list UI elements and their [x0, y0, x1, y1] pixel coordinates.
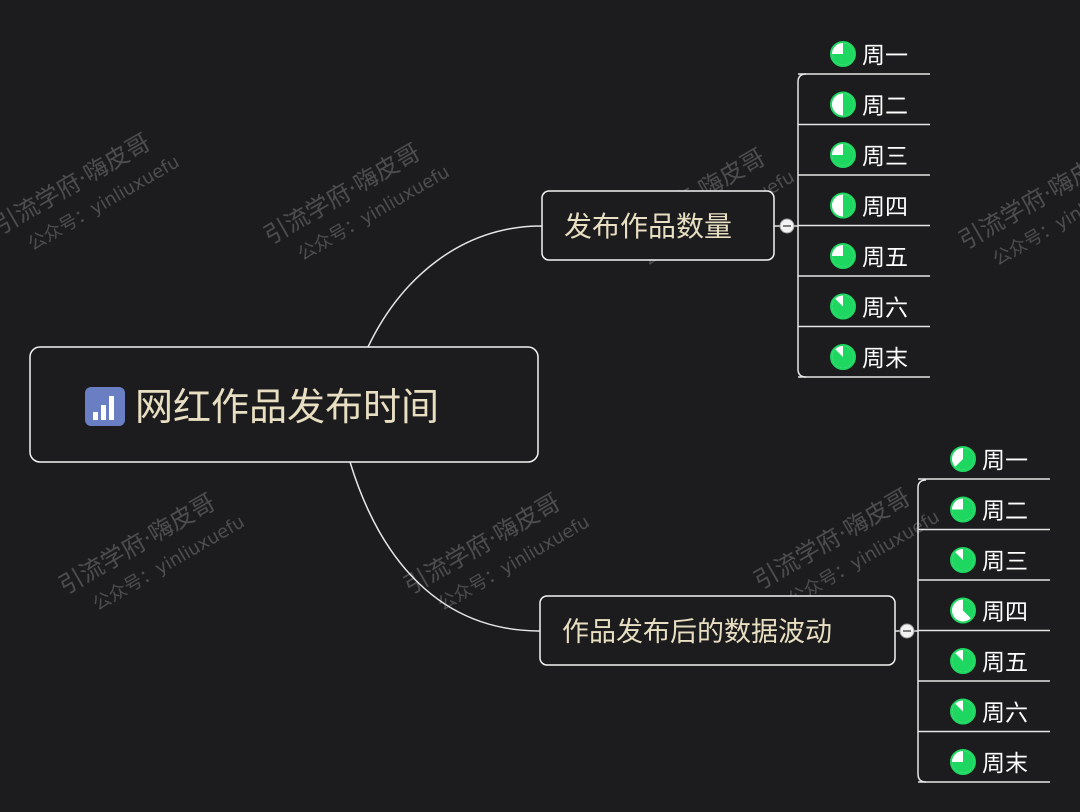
watermark: 引流学府·嗨皮哥 公众号：yinliuxuefu [54, 488, 248, 615]
branch-topic[interactable]: 作品发布后的数据波动 [539, 595, 896, 666]
subtopic-item[interactable]: 周六 [798, 293, 930, 328]
subtopic-item[interactable]: 周二 [918, 496, 1050, 531]
progress-icon [830, 142, 856, 168]
progress-icon [830, 41, 856, 67]
bar-chart-icon [85, 387, 125, 426]
connector-line [349, 461, 541, 632]
subtopic-label: 周二 [862, 94, 908, 120]
subtopic-label: 周一 [982, 448, 1028, 474]
subtopic-item[interactable]: 周一 [798, 41, 930, 75]
progress-icon [830, 243, 856, 269]
progress-icon [950, 749, 976, 775]
subtopic-item[interactable]: 周末 [798, 344, 930, 378]
subtopic-label: 周三 [982, 549, 1028, 575]
collapse-toggle-icon[interactable] [899, 623, 915, 639]
subtopic-label: 周四 [862, 195, 908, 221]
subtopic-label: 周五 [862, 245, 908, 271]
collapse-toggle-icon[interactable] [779, 218, 795, 234]
progress-icon [950, 597, 976, 624]
central-topic-label: 网红作品发布时间 [135, 385, 439, 429]
progress-icon [950, 698, 976, 725]
progress-icon [950, 648, 976, 674]
subtopic-item[interactable]: 周六 [918, 698, 1050, 733]
subtopic-item[interactable]: 周三 [798, 142, 930, 176]
progress-icon [950, 496, 976, 523]
subtopic-label: 周末 [862, 346, 908, 372]
subtopic-item[interactable]: 周四 [798, 192, 930, 227]
central-topic[interactable]: 网红作品发布时间 [29, 346, 539, 463]
subtopic-label: 周五 [982, 650, 1028, 676]
branch-topic[interactable]: 发布作品数量 [541, 190, 775, 261]
subtopic-item[interactable]: 周四 [918, 597, 1050, 632]
progress-icon [950, 547, 976, 573]
progress-icon [830, 192, 856, 219]
connector-line [367, 225, 543, 348]
progress-icon [830, 293, 856, 320]
watermark: 引流学府·嗨皮哥 公众号：yinliuxuefu [954, 143, 1080, 270]
subtopic-label: 周末 [982, 751, 1028, 777]
subtopic-label: 周六 [982, 701, 1028, 727]
subtopic-item[interactable]: 周五 [918, 648, 1050, 682]
subtopic-label: 周三 [862, 144, 908, 170]
subtopic-item[interactable]: 周末 [918, 749, 1050, 783]
subtopic-label: 周二 [982, 499, 1028, 525]
progress-icon [950, 446, 976, 472]
branch-topic-label: 发布作品数量 [564, 210, 732, 243]
progress-icon [830, 344, 856, 370]
watermark: 引流学府·嗨皮哥 公众号：yinliuxuefu [259, 138, 453, 265]
subtopic-label: 周四 [982, 600, 1028, 626]
subtopic-item[interactable]: 周三 [918, 547, 1050, 581]
subtopic-item[interactable]: 周五 [798, 243, 930, 277]
subtopic-label: 周一 [862, 43, 908, 69]
branch-topic-label: 作品发布后的数据波动 [562, 617, 832, 648]
branches: 发布作品数量周一周二周三周四周五周六周末作品发布后的数据波动周一周二周三周四周五… [539, 41, 1050, 783]
progress-icon [830, 91, 856, 118]
subtopic-item[interactable]: 周二 [798, 91, 930, 126]
watermark: 引流学府·嗨皮哥 公众号：yinliuxuefu [0, 128, 183, 255]
subtopic-label: 周六 [862, 296, 908, 322]
subtopic-item[interactable]: 周一 [918, 446, 1050, 480]
